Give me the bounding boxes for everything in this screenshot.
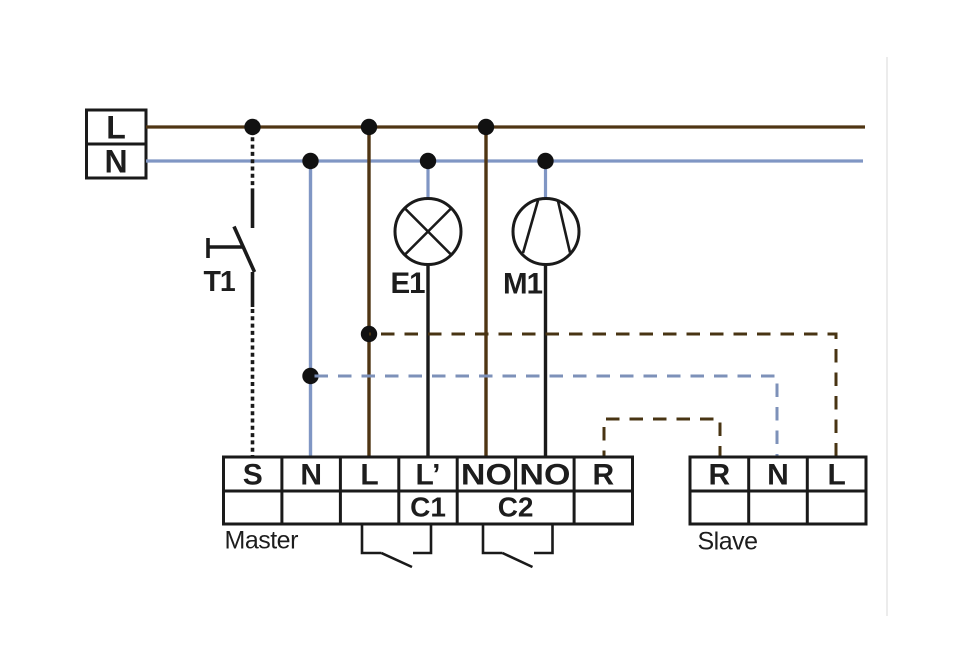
svg-text:Master: Master xyxy=(225,527,299,555)
svg-text:T1: T1 xyxy=(204,266,236,298)
svg-text:S: S xyxy=(243,459,263,492)
svg-text:N: N xyxy=(767,459,789,492)
svg-text:R: R xyxy=(592,459,614,492)
svg-text:C2: C2 xyxy=(498,492,534,523)
svg-text:N: N xyxy=(300,459,322,492)
svg-text:Slave: Slave xyxy=(698,528,758,556)
svg-text:L: L xyxy=(828,459,846,492)
svg-text:L: L xyxy=(106,110,126,146)
svg-text:L’: L’ xyxy=(415,459,440,492)
svg-text:R: R xyxy=(708,459,730,492)
svg-text:M1: M1 xyxy=(503,268,543,301)
svg-text:E1: E1 xyxy=(391,267,426,300)
svg-text:NO: NO xyxy=(461,459,512,492)
svg-text:L: L xyxy=(360,459,378,492)
svg-text:N: N xyxy=(104,144,127,180)
svg-text:NO: NO xyxy=(519,459,570,492)
svg-text:C1: C1 xyxy=(410,492,446,523)
